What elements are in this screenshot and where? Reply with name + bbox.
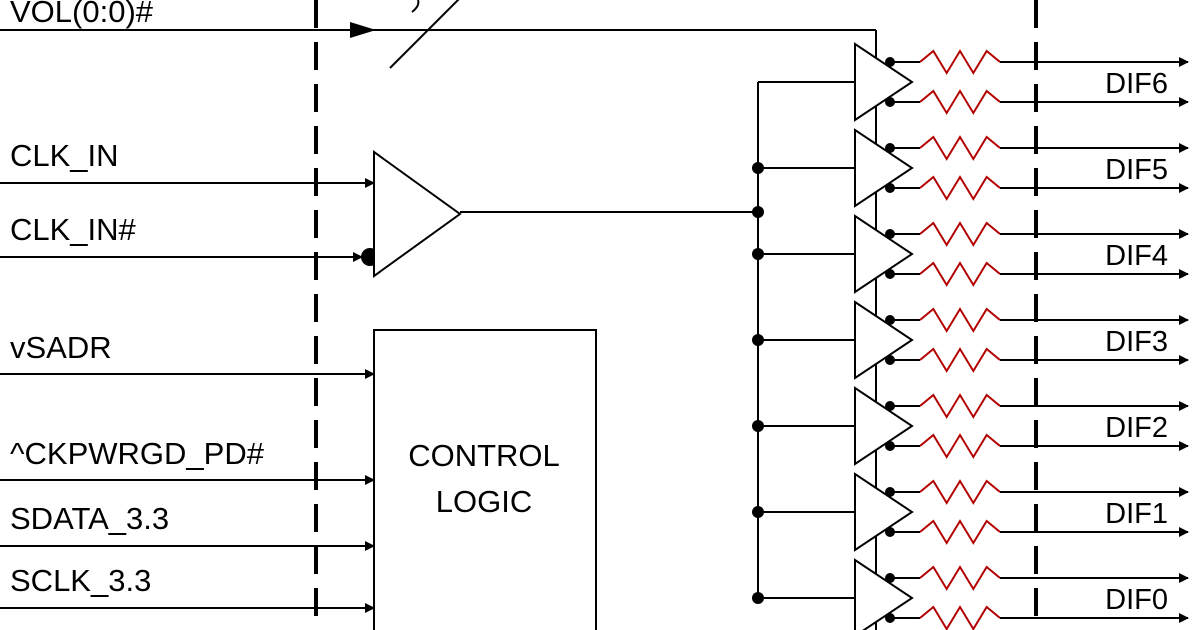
junction-dot	[752, 506, 764, 518]
clock-junction-dot	[752, 206, 764, 218]
bus-width-slash	[389, 0, 460, 69]
output-buffer	[854, 300, 914, 380]
output-stage-dif2: DIF2	[752, 386, 1189, 466]
output-stage-dif4: DIF4	[752, 214, 1189, 294]
bus-width-number-mark	[411, 0, 420, 13]
series-resistor	[919, 393, 1001, 419]
output-stage-dif3: DIF3	[752, 300, 1189, 380]
series-resistor	[919, 605, 1001, 630]
output-label-dif6: DIF6	[1105, 68, 1168, 100]
series-resistor	[919, 261, 1001, 287]
series-resistor	[919, 175, 1001, 201]
control-inputs: vSADR ^CKPWRGD_PD# SDATA_3.3 SCLK_3.3	[0, 330, 375, 613]
output-stage-dif0: DIF0	[752, 558, 1189, 630]
junction-dot	[752, 420, 764, 432]
output-label-dif2: DIF2	[1105, 412, 1168, 444]
output-label-dif4: DIF4	[1105, 240, 1168, 272]
output-stage-dif1: DIF1	[752, 472, 1189, 552]
output-label-dif0: DIF0	[1105, 584, 1168, 616]
output-buffer	[854, 214, 914, 294]
output-stage-dif5: DIF5	[752, 128, 1189, 208]
output-stage-dif6: DIF6	[758, 42, 1189, 122]
junction-dot	[752, 334, 764, 346]
vsadr-label: vSADR	[10, 330, 112, 365]
series-resistor	[919, 307, 1001, 333]
series-resistor	[919, 433, 1001, 459]
output-buffer	[854, 42, 914, 122]
series-resistor	[919, 221, 1001, 247]
output-label-dif5: DIF5	[1105, 154, 1168, 186]
output-buffer	[854, 558, 914, 630]
series-resistor	[919, 565, 1001, 591]
sdata-label: SDATA_3.3	[10, 501, 169, 536]
series-resistor	[919, 347, 1001, 373]
junction-dot	[752, 248, 764, 260]
series-resistor	[919, 49, 1001, 75]
clk-in-n-label: CLK_IN#	[10, 212, 137, 247]
input-clock-buffer	[373, 150, 462, 278]
series-resistor	[919, 135, 1001, 161]
series-resistor	[919, 519, 1001, 545]
output-buffer	[854, 472, 914, 552]
output-label-dif3: DIF3	[1105, 326, 1168, 358]
sclk-label: SCLK_3.3	[10, 563, 151, 598]
junction-dot	[752, 592, 764, 604]
vol-label: VOL(0:0)#	[10, 0, 154, 29]
ckpwrgd-label: ^CKPWRGD_PD#	[10, 436, 265, 471]
control-logic-line1: CONTROL	[408, 438, 560, 473]
junction-dot	[752, 162, 764, 174]
clk-in-label: CLK_IN	[10, 138, 119, 173]
output-label-dif1: DIF1	[1105, 498, 1168, 530]
vol-arrowhead	[350, 22, 376, 38]
output-buffer	[854, 128, 914, 208]
clk-inputs: CLK_IN CLK_IN#	[0, 138, 379, 266]
series-resistor	[919, 89, 1001, 115]
output-buffer	[854, 386, 914, 466]
control-logic-block	[373, 329, 597, 630]
series-resistor	[919, 479, 1001, 505]
control-logic-line2: LOGIC	[436, 484, 532, 519]
